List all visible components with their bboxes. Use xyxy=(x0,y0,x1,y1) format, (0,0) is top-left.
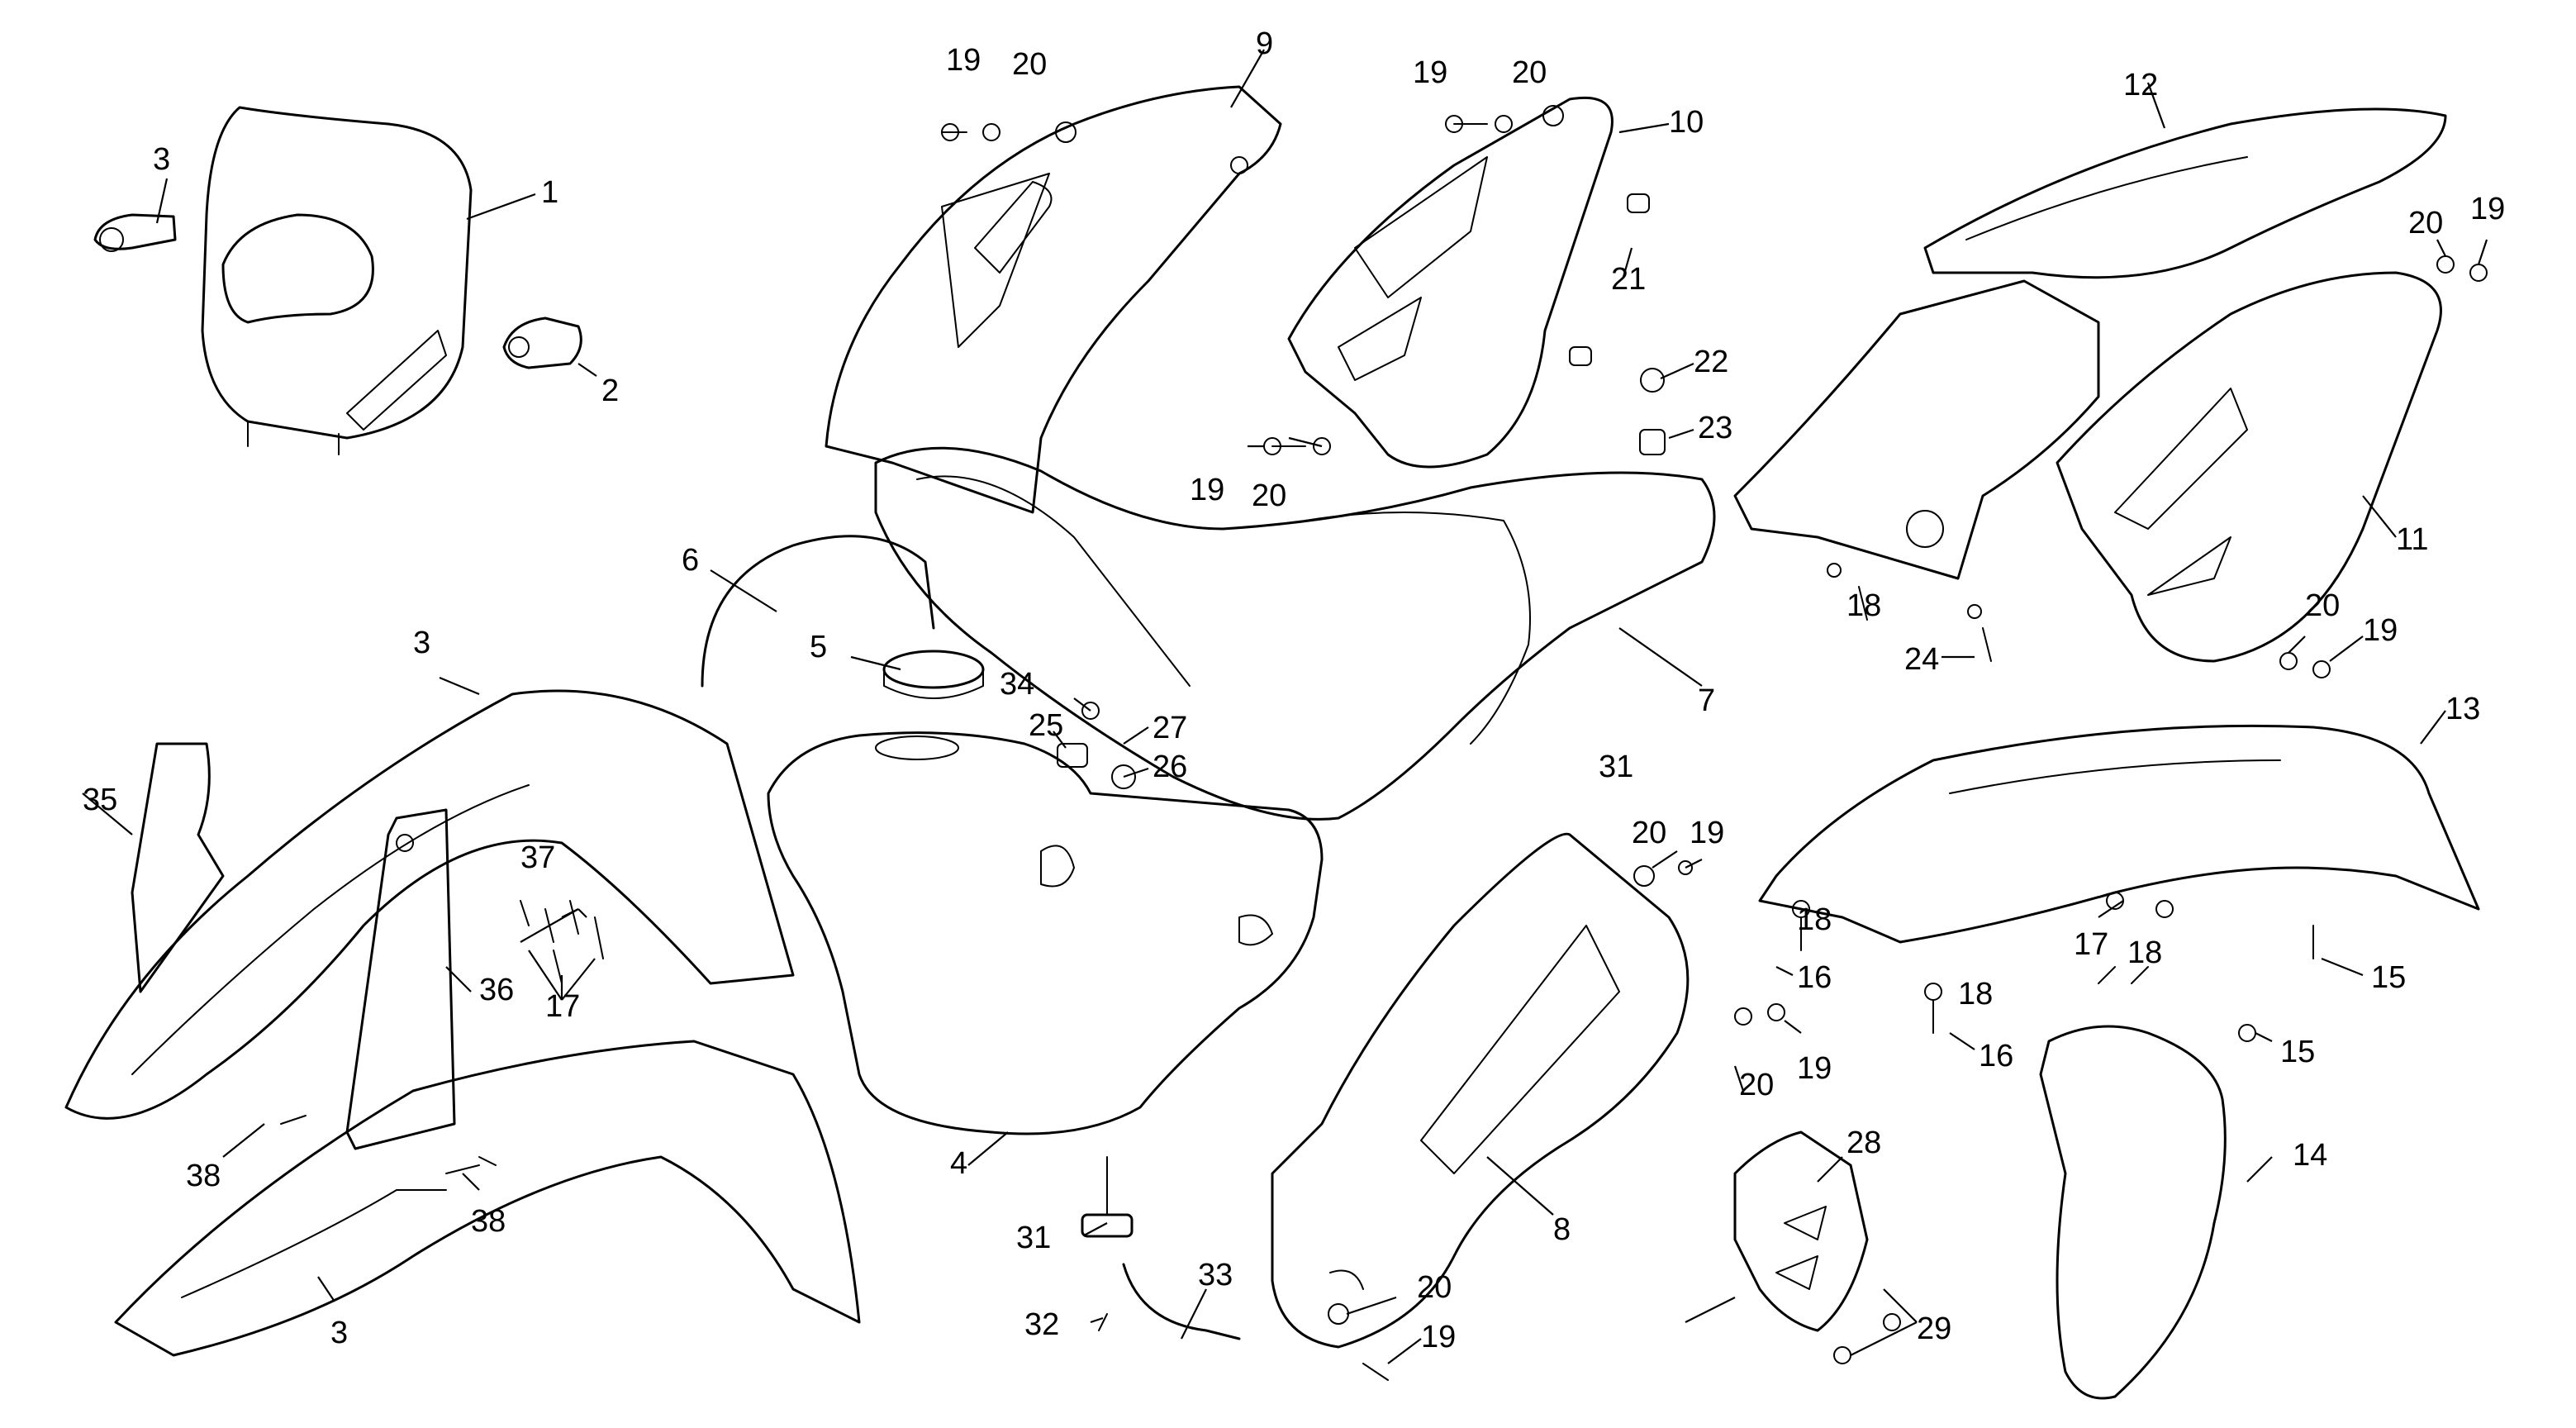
callout-7: 7 xyxy=(1698,683,1715,718)
callout-12: 12 xyxy=(2123,68,2158,102)
callout-5: 5 xyxy=(810,630,827,664)
callout-37: 37 xyxy=(520,840,555,875)
callout-33: 33 xyxy=(1198,1258,1233,1292)
callout-19-e: 19 xyxy=(2363,613,2398,648)
fuel-tap xyxy=(1081,1156,1241,1340)
callout-18-b: 18 xyxy=(1797,902,1832,937)
callout-3-bottom: 3 xyxy=(330,1316,348,1350)
callout-20-e: 20 xyxy=(2305,588,2340,623)
callout-6: 6 xyxy=(682,543,699,578)
callout-16-a: 16 xyxy=(1797,960,1832,995)
callout-27: 27 xyxy=(1153,711,1187,745)
callout-32: 32 xyxy=(1024,1307,1059,1342)
headlight-clamp-lower xyxy=(502,317,582,369)
callout-21: 21 xyxy=(1611,262,1646,297)
callout-18-d: 18 xyxy=(1958,977,1993,1011)
fasteners xyxy=(280,115,2488,1381)
callout-15-a: 15 xyxy=(2371,960,2406,995)
fuel-cap xyxy=(882,650,985,699)
callout-15-b: 15 xyxy=(2280,1035,2315,1069)
callout-9: 9 xyxy=(1256,26,1273,61)
right-side-panel xyxy=(2056,271,2442,663)
callout-20-a: 20 xyxy=(1012,47,1047,82)
callout-26: 26 xyxy=(1153,750,1187,784)
callout-31-b: 31 xyxy=(1599,750,1633,784)
callout-19-b: 19 xyxy=(1413,55,1447,90)
callout-25: 25 xyxy=(1029,708,1063,743)
fuel-tank xyxy=(767,731,1324,1135)
callout-18-c: 18 xyxy=(2127,935,2162,970)
leader-lines xyxy=(82,49,2488,1364)
callout-8: 8 xyxy=(1553,1212,1571,1247)
callout-20-g: 20 xyxy=(1739,1068,1774,1102)
callout-4: 4 xyxy=(950,1146,967,1181)
rear-mud-flap xyxy=(2039,1025,2227,1400)
callout-38-b: 38 xyxy=(471,1204,506,1239)
rear-fender-top xyxy=(1923,107,2447,279)
callout-20-b: 20 xyxy=(1512,55,1547,90)
callout-labels: 1 2 3 3 3 4 5 6 7 8 9 10 11 12 13 14 15 … xyxy=(83,26,2505,1354)
fork-guard xyxy=(345,808,456,1150)
callout-23: 23 xyxy=(1698,411,1732,445)
callout-13: 13 xyxy=(2445,692,2480,726)
callout-34: 34 xyxy=(1000,667,1034,702)
callout-35: 35 xyxy=(83,783,117,817)
callout-10: 10 xyxy=(1669,105,1704,140)
callout-17-b: 17 xyxy=(545,989,580,1024)
callout-20-d: 20 xyxy=(2408,206,2443,240)
callout-20-c: 20 xyxy=(1252,478,1286,513)
rear-fender xyxy=(1758,724,2480,944)
callout-14: 14 xyxy=(2293,1138,2327,1173)
side-cover-panel xyxy=(1287,96,1614,469)
callout-19-g: 19 xyxy=(1797,1051,1832,1086)
callout-29: 29 xyxy=(1917,1311,1951,1346)
headlight-fairing xyxy=(201,106,473,455)
headlight-clamp-upper xyxy=(93,213,177,252)
callout-20-f: 20 xyxy=(1632,816,1666,850)
callout-24: 24 xyxy=(1904,642,1939,677)
airbox-cover xyxy=(1271,832,1690,1349)
callout-19-d: 19 xyxy=(2470,192,2505,226)
callout-18-a: 18 xyxy=(1846,588,1881,623)
callout-22: 22 xyxy=(1694,345,1728,379)
callout-3-top: 3 xyxy=(153,142,170,177)
lower-front-fender xyxy=(114,1040,861,1357)
front-fender xyxy=(64,689,795,1120)
callout-19-c: 19 xyxy=(1190,473,1224,507)
callout-3-mid: 3 xyxy=(413,626,430,660)
callout-17-a: 17 xyxy=(2074,927,2108,962)
radiator-shroud xyxy=(131,742,225,993)
callout-28: 28 xyxy=(1846,1126,1881,1160)
breather-hose xyxy=(701,535,935,688)
left-tank-shroud xyxy=(825,85,1282,514)
callout-19-h: 19 xyxy=(1421,1320,1456,1354)
callout-38-a: 38 xyxy=(186,1159,221,1193)
callout-20-h: 20 xyxy=(1417,1270,1452,1305)
callout-19-a: 19 xyxy=(946,43,981,78)
rear-inner-fender xyxy=(1733,279,2100,580)
callout-2: 2 xyxy=(601,374,619,408)
callout-31-a: 31 xyxy=(1016,1221,1051,1255)
callout-1: 1 xyxy=(541,175,558,210)
chain-guard xyxy=(1733,1130,1869,1332)
callout-19-f: 19 xyxy=(1690,816,1724,850)
seat xyxy=(874,446,1716,821)
callout-16-b: 16 xyxy=(1979,1039,2013,1073)
callout-36: 36 xyxy=(479,973,514,1007)
callout-11: 11 xyxy=(2396,522,2428,557)
